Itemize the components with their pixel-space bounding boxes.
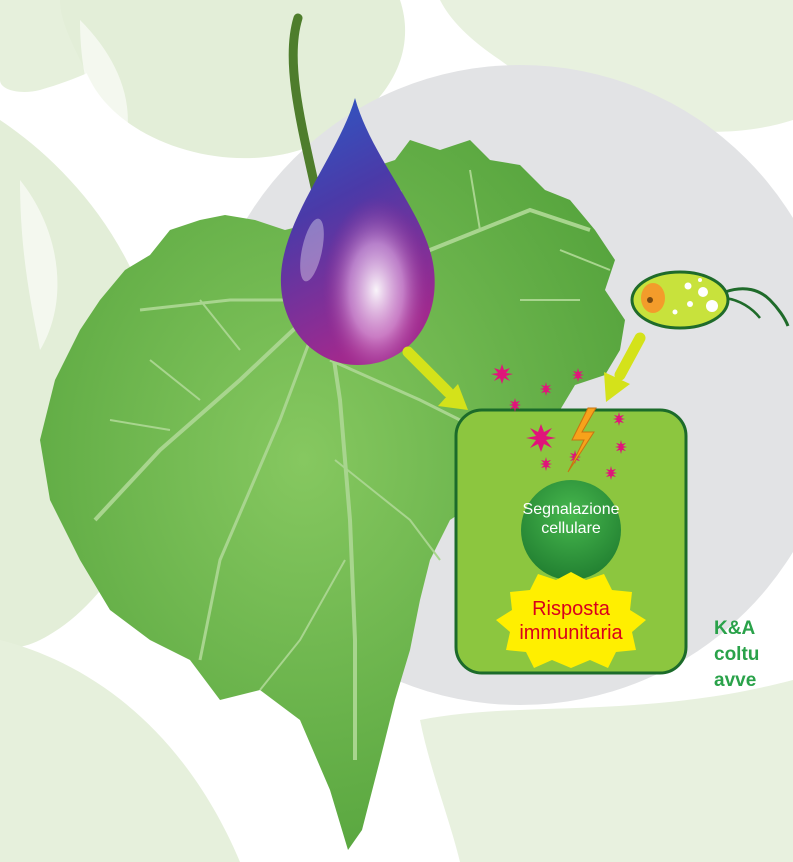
signal-label-line1: Segnalazione [501,501,641,519]
side-note-line1: K&A [714,616,793,642]
side-note-line3: avve [714,668,793,694]
signal-label-line2: cellulare [501,520,641,538]
side-note: K&A coltu avve [714,616,793,694]
immune-label-line2: immunitaria [491,622,651,644]
immune-label-line1: Risposta [491,598,651,620]
side-note-line2: coltu [714,642,793,668]
